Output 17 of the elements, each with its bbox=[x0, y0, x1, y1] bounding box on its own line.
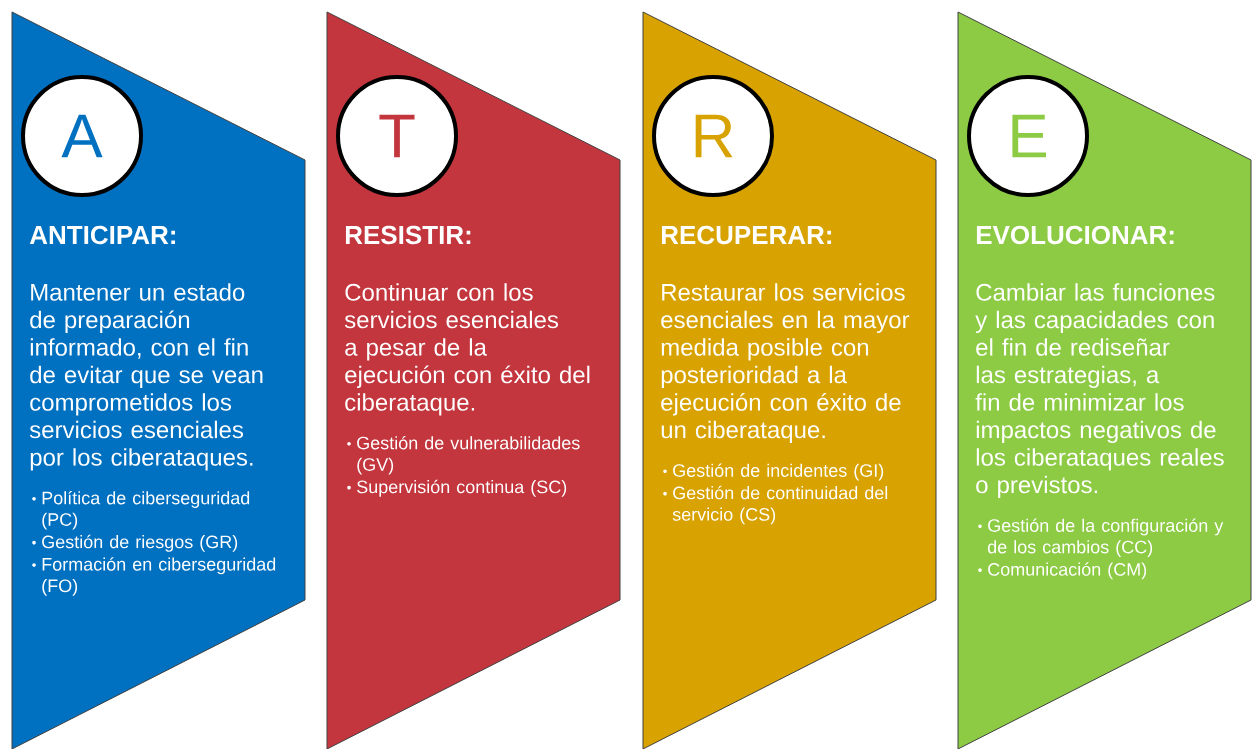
heading: RESISTIR: bbox=[345, 225, 471, 245]
bullet-item: Comunicación (CM) bbox=[978, 562, 1147, 580]
bullet-item: Política de ciberseguridad (PC) bbox=[32, 490, 250, 530]
description: Continuar con los servicios esenciales a pesar de la ejecución con éxito del ciberataque. bbox=[344, 283, 590, 416]
description: Cambiar las funciones y las capacidades con el fin de rediseñar las estrategias, a fin de minimizar los impactos negativos de los ciberataques reales o previstos. bbox=[975, 283, 1224, 499]
bullet-item: Formación en ciberseguridad (FO) bbox=[32, 557, 276, 596]
bullet-item: Gestión de incidentes (GI) bbox=[663, 463, 884, 481]
description: Restaurar los servicios esenciales en la mayor medida posible con posterioridad a la ejecución con éxito de un ciberataque. bbox=[661, 283, 910, 444]
heading: ANTICIPAR: bbox=[29, 225, 175, 245]
bullet-item: Supervisión continua (SC) bbox=[347, 479, 567, 497]
bullet-item: Gestión de continuidad del servicio (CS) bbox=[663, 485, 888, 525]
description: Mantener un estado de preparación informado, con el fin de evitar que se vean comprometidos los servicios esenciales por los ciberataques. bbox=[29, 283, 263, 471]
heading: EVOLUCIONAR: bbox=[976, 225, 1174, 245]
bullet-item: Gestión de riesgos (GR) bbox=[32, 534, 238, 552]
heading: RECUPERAR: bbox=[661, 225, 832, 245]
bullet-item: Gestión de la configuración y de los cambios (CC) bbox=[978, 518, 1224, 557]
bullet-item: Gestión de vulnerabilidades (GV) bbox=[347, 435, 580, 475]
